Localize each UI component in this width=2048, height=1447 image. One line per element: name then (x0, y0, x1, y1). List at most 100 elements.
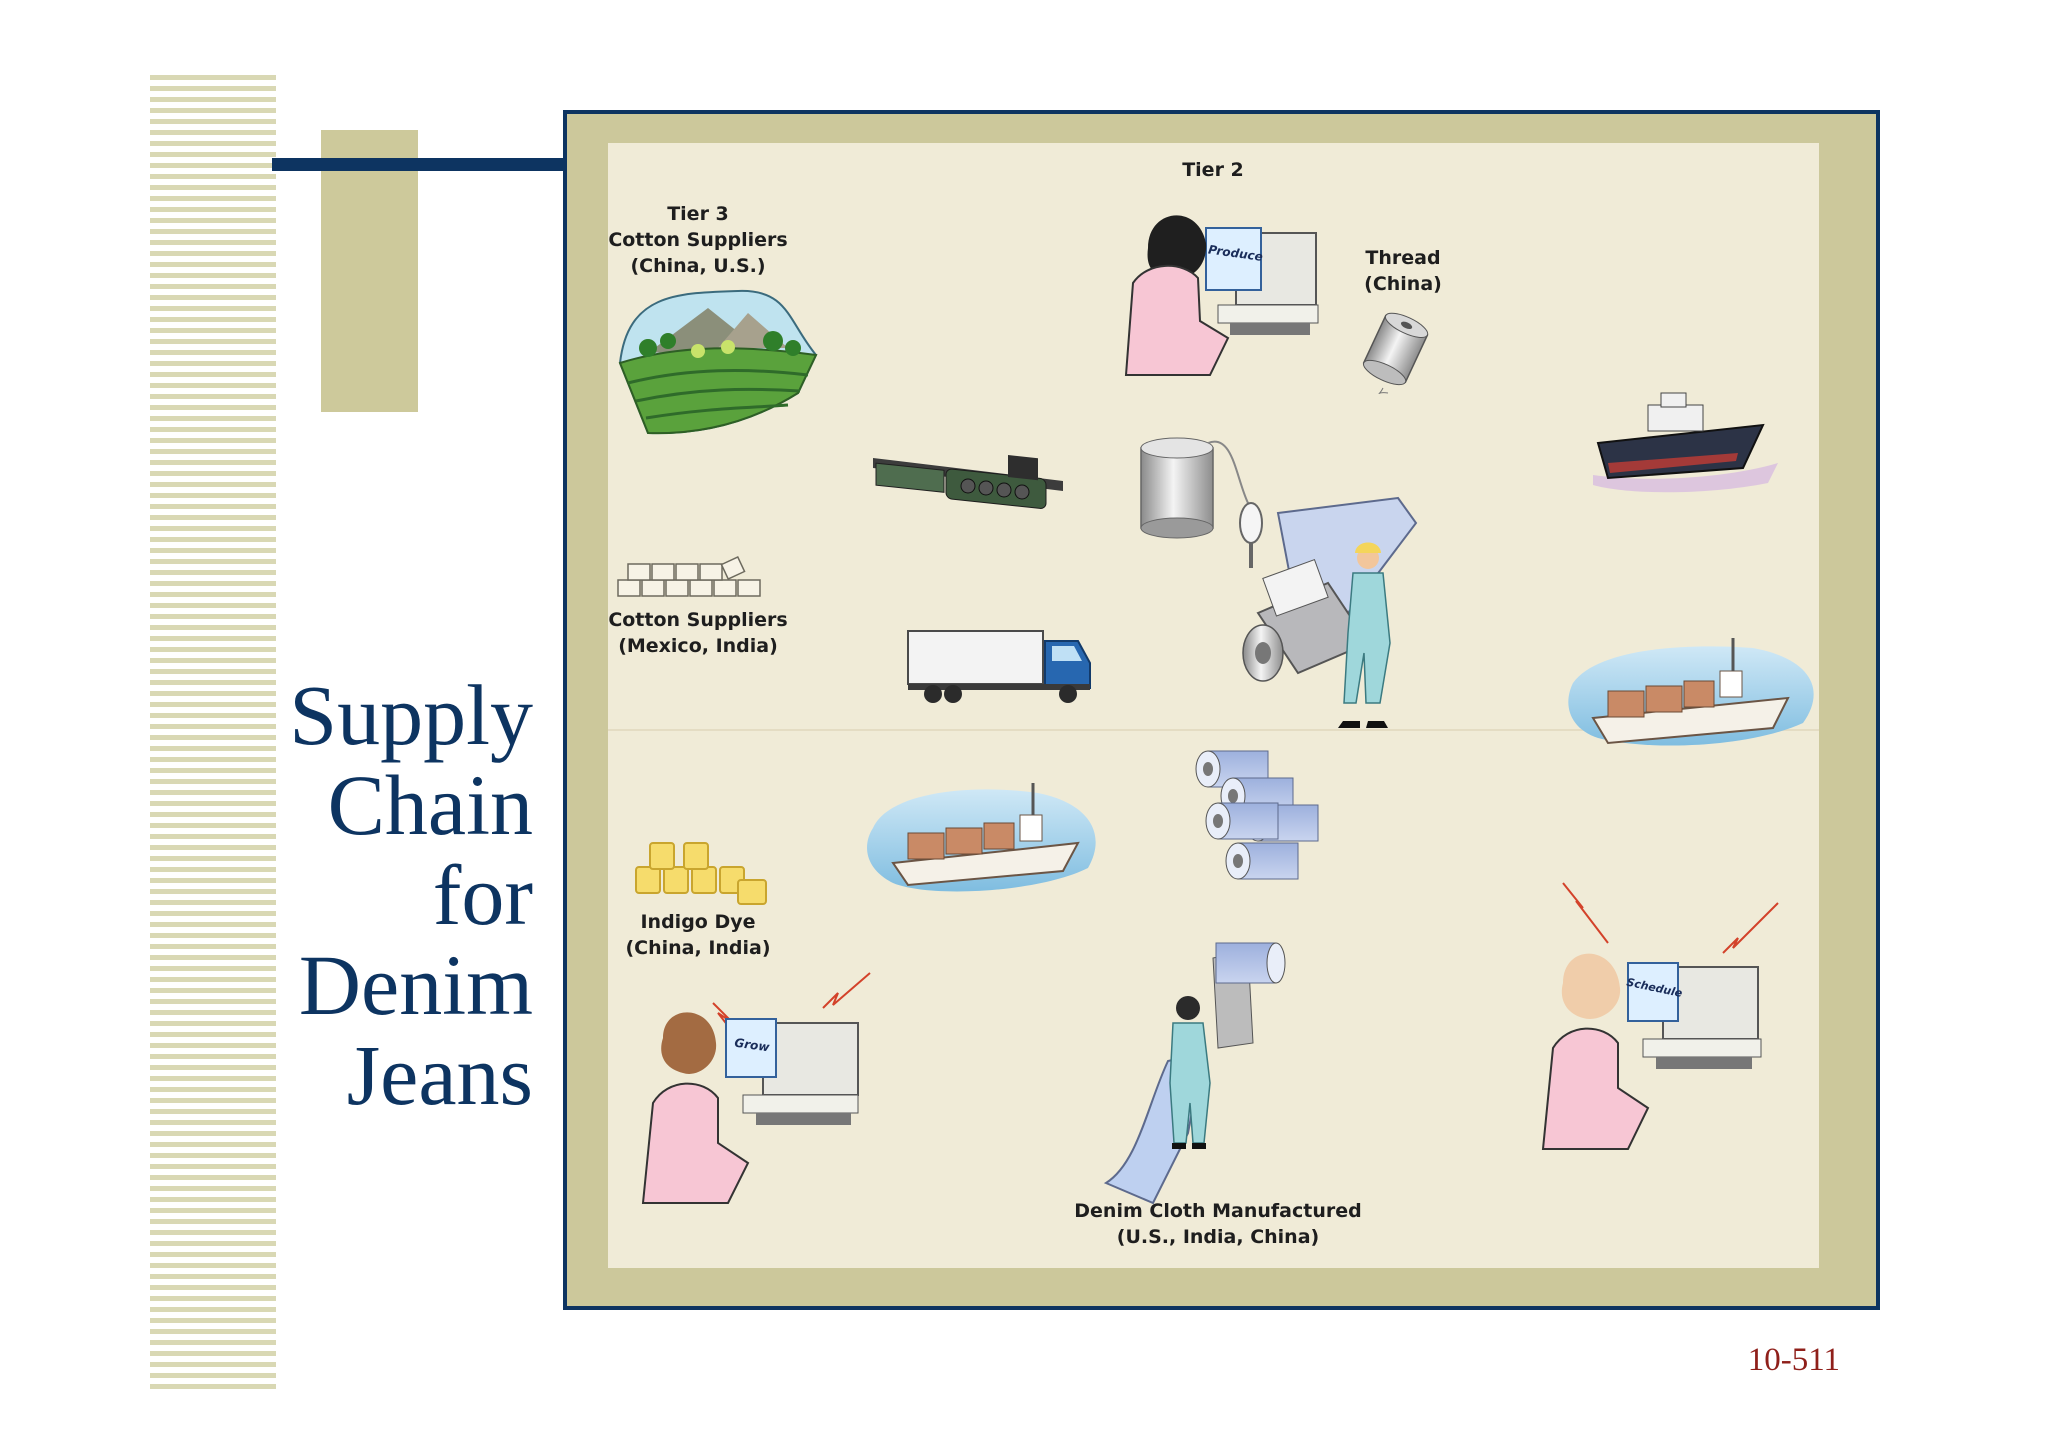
stripe (150, 306, 276, 311)
yarn-can-icon (1140, 437, 1263, 568)
stripe (150, 482, 276, 487)
stripe (150, 460, 276, 465)
denim-loom-icon (1103, 942, 1286, 1205)
stripe (150, 1219, 276, 1224)
thread-line-1: Thread (1365, 247, 1441, 269)
stripe (150, 438, 276, 443)
stripe (150, 196, 276, 201)
stripe (150, 383, 276, 388)
stripe (150, 658, 276, 663)
thread-line-2: (China) (1364, 273, 1442, 295)
worker-icon (1338, 542, 1391, 728)
stripe (150, 350, 276, 355)
stripe (150, 768, 276, 773)
tier2-label: Tier 2 (1148, 157, 1278, 183)
stripe (150, 548, 276, 553)
stripe (150, 515, 276, 520)
stripe (150, 361, 276, 366)
stripe (150, 1065, 276, 1070)
stripe (150, 130, 276, 135)
stripe (150, 1032, 276, 1037)
cotton-suppliers-label: Cotton Suppliers (Mexico, India) (608, 607, 788, 659)
stripe (150, 966, 276, 971)
stripe (150, 1362, 276, 1367)
stripe (150, 878, 276, 883)
stripe (150, 900, 276, 905)
stripe (150, 911, 276, 916)
stripe (150, 262, 276, 267)
produce-workstation-icon (1124, 215, 1319, 376)
cotton-bales-icon (617, 555, 761, 597)
stripe (150, 108, 276, 113)
stripe (150, 713, 276, 718)
stripe (150, 1010, 276, 1015)
stripe (150, 724, 276, 729)
stripe (150, 1043, 276, 1048)
decorative-stripes (150, 75, 276, 1389)
stripe (150, 823, 276, 828)
accent-line (272, 158, 564, 171)
tier3-line-3: (China, U.S.) (630, 255, 766, 277)
stripe (150, 1340, 276, 1345)
slide-title: Supply Chain for Denim Jeans (250, 670, 533, 1120)
title-line-2: Chain (327, 757, 533, 853)
stripe (150, 273, 276, 278)
stripe (150, 1274, 276, 1279)
train-icon (873, 455, 1063, 509)
stripe (150, 1175, 276, 1180)
stripe (150, 812, 276, 817)
thread-label: Thread (China) (1348, 245, 1458, 297)
tier3-line-2: Cotton Suppliers (608, 229, 788, 251)
stripe (150, 614, 276, 619)
stripe (150, 317, 276, 322)
stripe (150, 449, 276, 454)
stripe (150, 702, 276, 707)
stripe (150, 394, 276, 399)
schedule-workstation-icon (1541, 882, 1779, 1150)
tier2-text: Tier 2 (1182, 159, 1244, 181)
denim-cloth-line-2: (U.S., India, China) (1116, 1226, 1320, 1248)
stripe (150, 581, 276, 586)
stripe (150, 163, 276, 168)
stripe (150, 493, 276, 498)
stripe (150, 1021, 276, 1026)
stripe (150, 119, 276, 124)
stripe (150, 284, 276, 289)
stripe (150, 1076, 276, 1081)
stripe (150, 1208, 276, 1213)
title-line-4: Denim (298, 937, 533, 1033)
stripe (150, 570, 276, 575)
stripe (150, 218, 276, 223)
stripe (150, 757, 276, 762)
stripe (150, 339, 276, 344)
stripe (150, 141, 276, 146)
denim-rolls-icon (1195, 750, 1319, 880)
stripe (150, 636, 276, 641)
stripe (150, 779, 276, 784)
stripe (150, 152, 276, 157)
cotton-suppliers-line-2: (Mexico, India) (618, 635, 778, 657)
cargo-ship-icon (1593, 392, 1778, 493)
stripe (150, 427, 276, 432)
truck-icon (907, 630, 1091, 703)
stripe (150, 174, 276, 179)
stripe (150, 1329, 276, 1334)
loom-worker-icon (1169, 996, 1211, 1149)
stripe (150, 592, 276, 597)
cotton-suppliers-line-1: Cotton Suppliers (608, 609, 788, 631)
stripe (150, 746, 276, 751)
stripe (150, 977, 276, 982)
stripe (150, 1087, 276, 1092)
stripe (150, 669, 276, 674)
stripe (150, 1109, 276, 1114)
grow-workstation-icon (641, 972, 871, 1204)
container-ship-icon (867, 783, 1096, 892)
stripe (150, 680, 276, 685)
stripe (150, 240, 276, 245)
cotton-field-icon (618, 289, 818, 435)
stripe (150, 1263, 276, 1268)
stripe (150, 504, 276, 509)
title-line-5: Jeans (346, 1027, 533, 1123)
stripe (150, 1296, 276, 1301)
stripe (150, 372, 276, 377)
